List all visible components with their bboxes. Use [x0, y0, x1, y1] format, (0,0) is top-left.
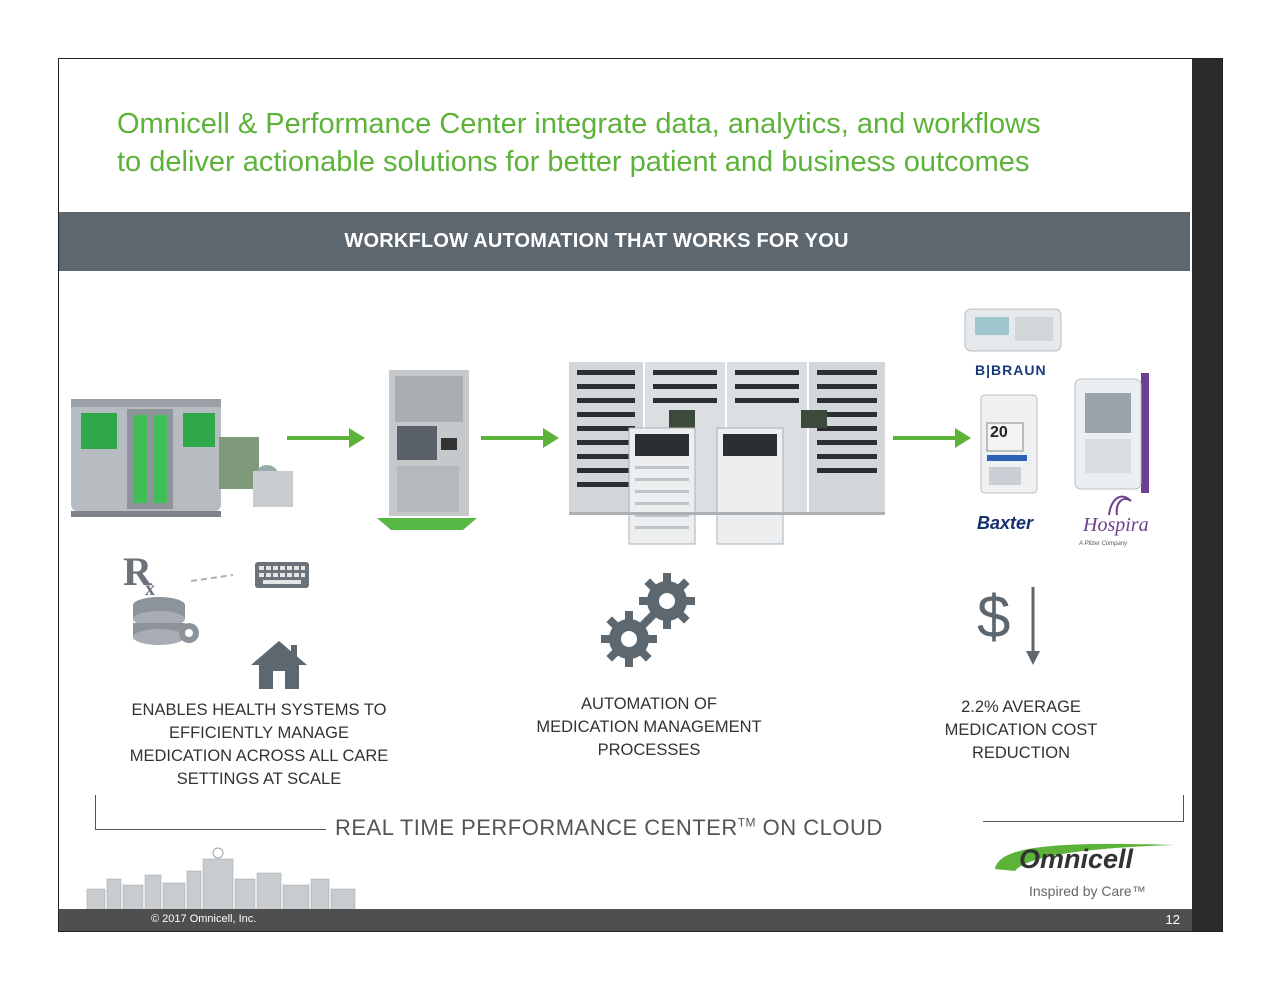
medication-cabinets-image [569, 362, 885, 545]
hospira-swirl-icon [1108, 495, 1132, 516]
caption-left-line: SETTINGS AT SCALE [176, 770, 342, 788]
arrow-right-icon [893, 428, 971, 448]
caption-right-line: MEDICATION COST [944, 721, 1098, 739]
title-line-2: to deliver actionable solutions for bett… [117, 146, 1030, 178]
caption-center-line: MEDICATION MANAGEMENT [536, 718, 762, 736]
real-time-text: REAL TIME PERFORMANCE CENTER [335, 815, 738, 840]
arrow-right-icon [481, 428, 559, 448]
caption-left-line: EFFICIENTLY MANAGE [168, 724, 349, 742]
right-edge-bar [1192, 59, 1222, 931]
slide: Omnicell & Performance Center integrate … [58, 58, 1223, 932]
arrow-right-icon [287, 428, 365, 448]
copyright: © 2017 Omnicell, Inc. [151, 913, 257, 925]
omnicell-swoosh-icon [995, 843, 1175, 871]
keyboard-icon [255, 562, 309, 588]
down-arrow-icon [1026, 587, 1040, 665]
gears-icon [601, 573, 695, 667]
infusion-pump-baxter-image [980, 394, 1038, 494]
caption-left-line: MEDICATION ACROSS ALL CARE [129, 747, 389, 765]
baxter-logo: Baxter [977, 513, 1034, 533]
bbraun-logo: B|BRAUN [975, 362, 1047, 378]
hospira-subtitle: A Pfizer Company [1079, 541, 1128, 547]
real-time-suffix: ON CLOUD [756, 815, 883, 840]
caption-left-line: ENABLES HEALTH SYSTEMS TO [131, 701, 387, 719]
real-time-performance-label: REAL TIME PERFORMANCE CENTERTM ON CLOUD [335, 815, 883, 841]
dollar-sign: $ [977, 583, 1011, 650]
caption-right-line: 2.2% AVERAGE [961, 698, 1081, 716]
footer-bar: © 2017 Omnicell, Inc. 12 [59, 909, 1192, 931]
slide-title: Omnicell & Performance Center integrate … [117, 105, 1041, 181]
bracket-right [983, 795, 1184, 822]
infusion-pump-bbraun-image [964, 308, 1062, 352]
section-banner: WORKFLOW AUTOMATION THAT WORKS FOR YOU [59, 212, 1190, 271]
iv-compounding-machine-image [377, 370, 477, 530]
caption-right-line: REDUCTION [971, 744, 1071, 762]
bracket-left [95, 795, 326, 830]
omnicell-tagline: Inspired by Care™ [1029, 883, 1146, 899]
banner-text: WORKFLOW AUTOMATION THAT WORKS FOR YOU [344, 230, 849, 252]
page-number: 12 [1165, 912, 1180, 927]
caption-right: 2.2% AVERAGE MEDICATION COST REDUCTION [921, 696, 1121, 765]
svg-text:R: R [123, 549, 153, 594]
title-line-1: Omnicell & Performance Center integrate … [117, 108, 1041, 140]
city-skyline-illustration [86, 847, 356, 912]
pharmacy-robot-image [71, 399, 293, 517]
pump-display-value: 20 [990, 424, 1008, 441]
hospira-logo: Hospira [1083, 514, 1149, 536]
svg-text:x: x [145, 578, 155, 600]
caption-left: ENABLES HEALTH SYSTEMS TO EFFICIENTLY MA… [99, 699, 419, 791]
caption-center-line: AUTOMATION OF [581, 695, 717, 713]
home-icon [251, 641, 307, 689]
omnicell-logo: Omnicell [1019, 844, 1134, 874]
caption-center: AUTOMATION OF MEDICATION MANAGEMENT PROC… [499, 693, 799, 762]
infusion-pump-hospira-image [1074, 373, 1149, 493]
rx-database-icon: R x [123, 549, 234, 645]
caption-center-line: PROCESSES [597, 741, 701, 759]
trademark-mark: TM [737, 815, 757, 830]
